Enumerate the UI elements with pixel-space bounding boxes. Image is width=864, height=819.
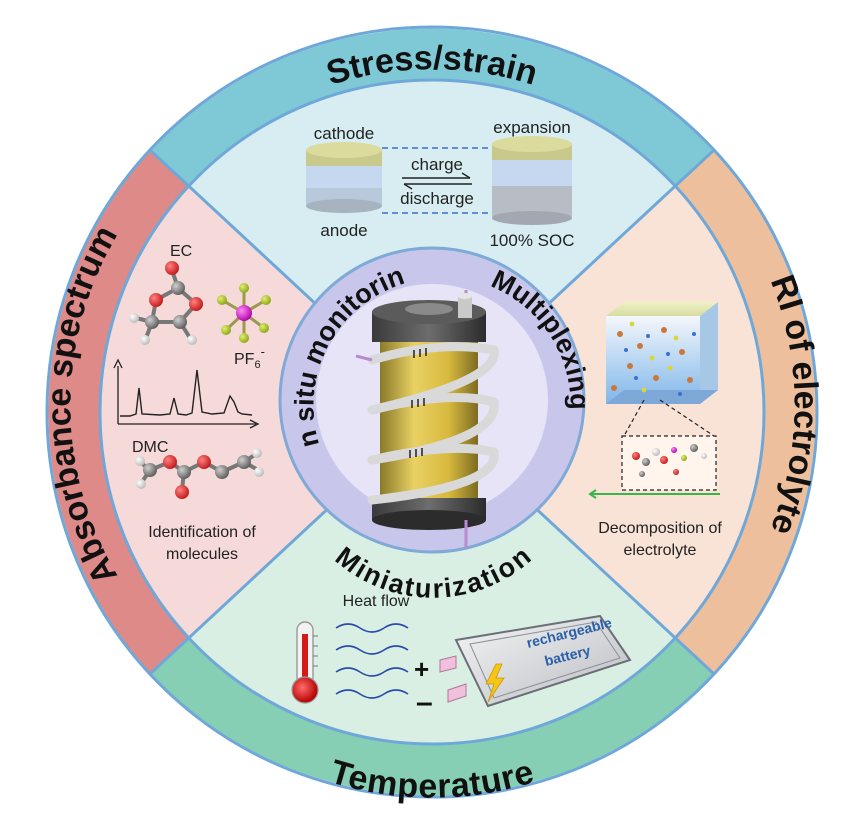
cylindrical-battery-icon (355, 290, 499, 548)
label-ec: EC (170, 243, 192, 260)
electrolyte-box-icon (606, 302, 718, 404)
dmc-molecule-icon (135, 448, 264, 499)
cell-before (306, 142, 382, 213)
cell-after (492, 136, 572, 225)
heat-wave-icons (335, 623, 409, 699)
quadrant-right (432, 186, 765, 638)
label-anode: anode (320, 221, 367, 240)
caption-identification-line2: molecules (166, 546, 238, 563)
quadrant-left (99, 186, 433, 638)
ri-panel: Decomposition of electrolyte (398, 302, 722, 559)
absorbance-panel: EC (113, 243, 271, 563)
caption-identification-line1: Identification of (148, 524, 256, 541)
temperature-panel: Heat flow + – rechargeable battery (291, 593, 632, 719)
battery-icon: rechargeable battery (439, 614, 632, 708)
label-minus: – (416, 686, 433, 719)
zoom-inset (621, 435, 717, 491)
label-dmc: DMC (132, 439, 168, 456)
stress-strain-panel: cathode anode charge discharge expansion… (306, 118, 575, 250)
label-expansion: expansion (493, 118, 571, 137)
label-cathode: cathode (314, 124, 375, 143)
label-pf6: PF6- (234, 344, 265, 371)
label-discharge: discharge (400, 189, 474, 208)
spectrum-plot (113, 358, 260, 429)
caption-decomposition-line2: electrolyte (624, 542, 697, 559)
decomposition-molecules-icon (632, 444, 707, 477)
label-soc: 100% SOC (489, 231, 574, 250)
lightning-icon (485, 663, 505, 703)
label-heat-flow: Heat flow (343, 593, 410, 610)
pf6-molecule-icon (217, 283, 271, 343)
spectrum-line (120, 369, 253, 417)
label-plus: + (414, 654, 429, 684)
thermometer-icon (291, 621, 319, 704)
label-charge: charge (411, 155, 463, 174)
ec-molecule-icon (129, 261, 203, 345)
caption-decomposition-line1: Decomposition of (598, 520, 722, 537)
